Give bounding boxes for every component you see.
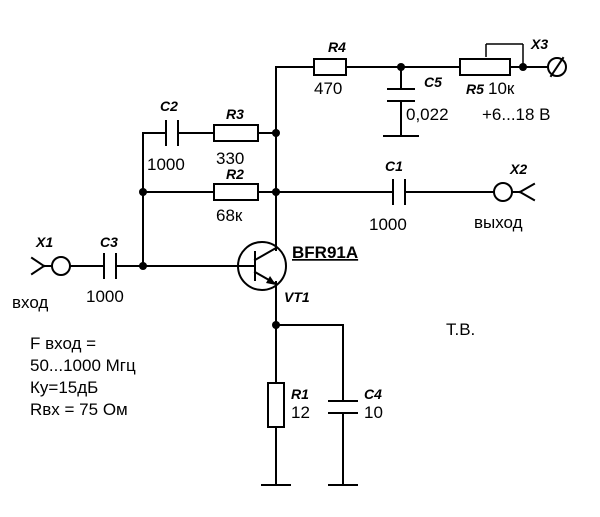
label-c2: C2 (160, 98, 178, 114)
note-line: 50...1000 Мгц (30, 356, 136, 375)
value-c5: 0,022 (406, 105, 449, 124)
value-r4: 470 (314, 79, 342, 98)
capacitor-c1 (392, 179, 406, 205)
label-x2: X2 (509, 161, 527, 177)
value-c1: 1000 (369, 215, 407, 234)
label-r3: R3 (226, 106, 244, 122)
value-c2: 1000 (147, 155, 185, 174)
supply-voltage: +6...18 В (482, 105, 551, 124)
transistor-part-number: BFR91A (292, 243, 358, 262)
value-r1: 12 (291, 403, 310, 422)
note-line: F вход = (30, 334, 96, 353)
capacitor-c3 (103, 253, 117, 279)
capacitor-c5 (387, 88, 415, 102)
label-x3: X3 (530, 36, 548, 52)
capacitor-c2 (165, 120, 179, 146)
capacitor-c4 (328, 400, 358, 414)
note-line: Rвх = 75 Ом (30, 400, 128, 419)
label-c5: C5 (424, 74, 442, 90)
value-c4: 10 (364, 403, 383, 422)
value-r3: 330 (216, 149, 244, 168)
value-r2: 68к (216, 206, 243, 225)
junctions (139, 63, 527, 329)
label-vt1: VT1 (284, 289, 310, 305)
value-r5: 10к (488, 79, 515, 98)
output-label: выход (474, 213, 523, 232)
label-x1: X1 (35, 234, 53, 250)
resistor-r3 (213, 124, 259, 142)
label-c4: C4 (364, 386, 382, 402)
connector-x2 (493, 182, 536, 202)
label-r2: R2 (226, 166, 244, 182)
specifications-note: F вход = 50...1000 Мгц Ку=15дБ Rвх = 75 … (30, 334, 136, 419)
author-initials: Т.В. (446, 320, 475, 339)
note-line: Ку=15дБ (30, 378, 98, 397)
connector-x1 (30, 256, 71, 276)
label-r4: R4 (328, 39, 346, 55)
label-r1: R1 (291, 386, 309, 402)
resistor-r5 (459, 58, 511, 76)
transistor-vt1 (237, 241, 287, 291)
resistor-r2 (213, 183, 259, 201)
label-r5: R5 (466, 81, 484, 97)
resistor-r4 (313, 58, 347, 76)
input-label: вход (12, 293, 48, 312)
connector-x3 (547, 56, 567, 78)
label-c3: C3 (100, 234, 118, 250)
resistor-r1 (267, 382, 285, 428)
label-c1: C1 (385, 158, 403, 174)
value-c3: 1000 (86, 287, 124, 306)
